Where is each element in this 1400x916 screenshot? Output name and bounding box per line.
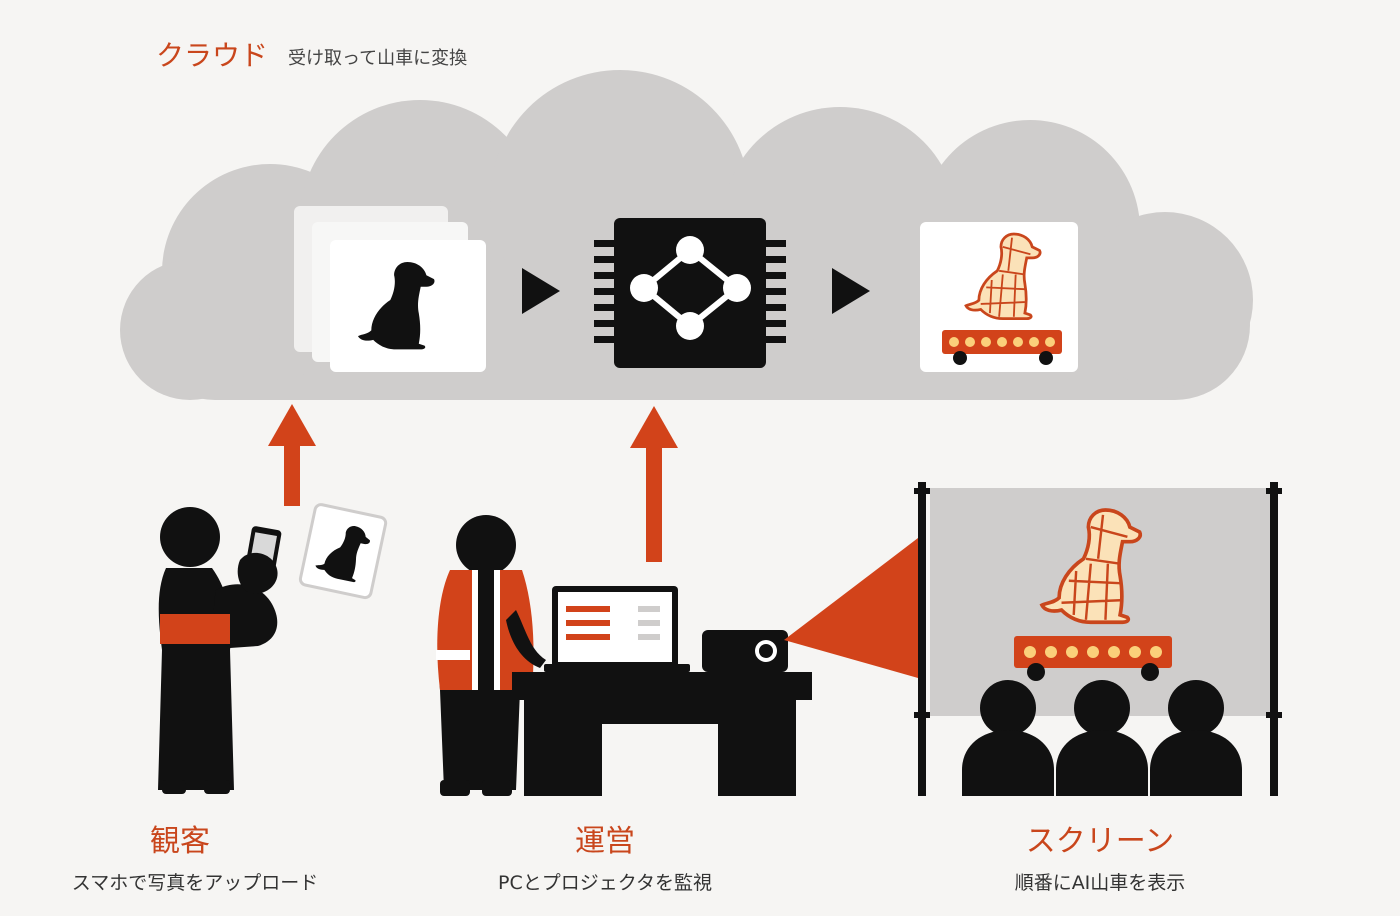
ai-chip-network-icon [594,218,786,368]
operator-laptop-projector-icon [436,515,918,796]
actor-title-operator: 運営 [575,824,635,859]
actor-title-screen: スクリーン [1025,824,1175,859]
audience-person-phone-icon [158,503,388,794]
actor-title-audience: 観客 [150,824,210,859]
actor-desc-operator: PCとプロジェクタを監視 [498,872,712,894]
play-arrow-icon [832,268,870,314]
cloud-subtitle: 受け取って山車に変換 [288,48,468,69]
upload-arrow-icon [630,406,678,562]
cloud-title: クラウド [156,39,269,72]
actor-desc-audience: スマホで写真をアップロード [71,872,319,894]
upload-arrow-icon [268,404,316,506]
dashi-float-dog-icon [920,222,1078,372]
photo-stack-dog-icon [294,206,486,372]
screen-audience-icon [914,482,1282,796]
play-arrow-icon [522,268,560,314]
actor-desc-screen: 順番にAI山車を表示 [1014,872,1186,894]
